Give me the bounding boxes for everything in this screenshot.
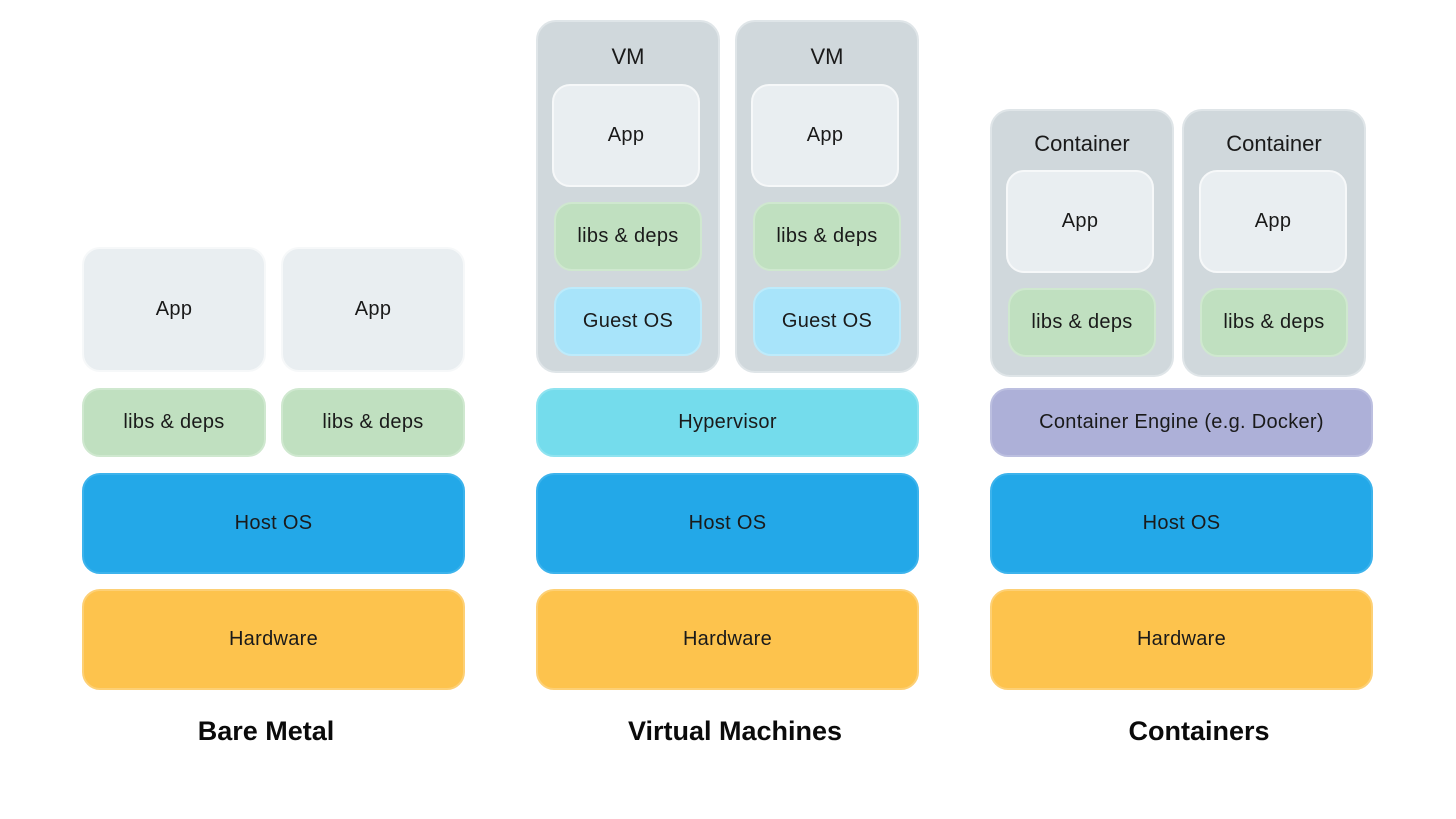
hardware-label: Hardware: [682, 628, 773, 650]
container-1-libs: libs & deps: [1008, 288, 1156, 357]
bare-metal-app-1: App: [82, 247, 266, 372]
container-2-libs: libs & deps: [1200, 288, 1348, 357]
libs-label: libs & deps: [1223, 311, 1325, 333]
hardware-label: Hardware: [228, 628, 319, 650]
hypervisor: Hypervisor: [536, 388, 919, 457]
guest-os-label: Guest OS: [781, 310, 873, 332]
bare-metal-caption: Bare Metal: [197, 716, 335, 746]
hypervisor-label: Hypervisor: [678, 411, 777, 433]
libs-label: libs & deps: [1031, 311, 1133, 333]
vm-hardware: Hardware: [536, 589, 919, 690]
host-os-label: Host OS: [1142, 512, 1221, 534]
vm-host-os: Host OS: [536, 473, 919, 574]
bare-metal-libs-1: libs & deps: [82, 388, 266, 457]
host-os-label: Host OS: [688, 512, 767, 534]
vm-2-libs: libs & deps: [753, 202, 901, 271]
vm-2-app: App: [751, 84, 899, 187]
libs-label: libs & deps: [123, 411, 225, 433]
guest-os-label: Guest OS: [582, 310, 674, 332]
libs-label: libs & deps: [776, 225, 878, 247]
container-label: Container: [1226, 131, 1322, 156]
hardware-label: Hardware: [1136, 628, 1227, 650]
container-engine-label: Container Engine (e.g. Docker): [1039, 411, 1324, 433]
app-label: App: [155, 298, 193, 320]
app-label: App: [354, 298, 392, 320]
vm-1-guest-os: Guest OS: [554, 287, 702, 356]
bare-metal-libs-2: libs & deps: [281, 388, 465, 457]
container-engine: Container Engine (e.g. Docker): [990, 388, 1373, 457]
container-host-os: Host OS: [990, 473, 1373, 574]
app-label: App: [607, 124, 645, 146]
app-label: App: [1254, 210, 1292, 232]
bare-metal-hardware: Hardware: [82, 589, 465, 690]
container-1-app: App: [1006, 170, 1154, 273]
app-label: App: [806, 124, 844, 146]
containers-caption: Containers: [1128, 716, 1270, 746]
host-os-label: Host OS: [234, 512, 313, 534]
vm-1-libs: libs & deps: [554, 202, 702, 271]
vm-1-app: App: [552, 84, 700, 187]
vm-2-guest-os: Guest OS: [753, 287, 901, 356]
app-label: App: [1061, 210, 1099, 232]
container-hardware: Hardware: [990, 589, 1373, 690]
container-2-app: App: [1199, 170, 1347, 273]
bare-metal-app-2: App: [281, 247, 465, 372]
container-label: Container: [1034, 131, 1130, 156]
virtual-machines-caption: Virtual Machines: [627, 716, 843, 746]
vm-label: VM: [611, 44, 645, 69]
libs-label: libs & deps: [577, 225, 679, 247]
libs-label: libs & deps: [322, 411, 424, 433]
vm-label: VM: [810, 44, 844, 69]
bare-metal-host-os: Host OS: [82, 473, 465, 574]
